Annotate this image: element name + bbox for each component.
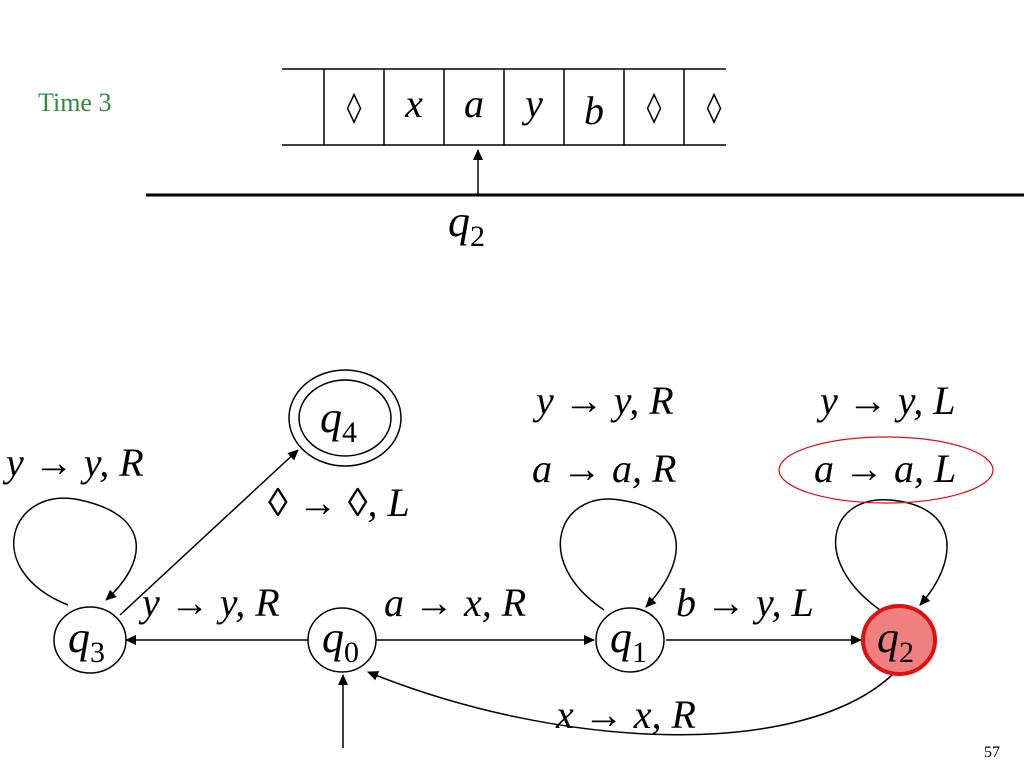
label-q0-q1: a → x, R — [384, 580, 526, 625]
label-q0-q3: y → y, R — [138, 580, 280, 625]
tape-cell-3: y — [521, 81, 543, 126]
edge-q3-q4 — [119, 449, 299, 616]
svg-text:q4: q4 — [320, 393, 357, 449]
svg-text:q1: q1 — [610, 613, 647, 669]
label-q1-q2: b → y, L — [676, 580, 814, 625]
label-q2-loop-1: y → y, L — [816, 378, 956, 423]
tape-cell-6: ◊ — [707, 90, 722, 125]
edge-q2-q0 — [367, 671, 893, 736]
label-q1-loop-1: y → y, R — [532, 378, 674, 423]
loop-q2 — [834, 499, 948, 611]
highlight-ellipse — [778, 436, 994, 504]
state-q2: q2 — [861, 604, 937, 676]
loop-q1 — [559, 498, 678, 611]
tape-cell-0: ◊ — [347, 90, 362, 125]
svg-text:q3: q3 — [68, 613, 105, 669]
label-q1-loop-2: a → a, R — [532, 446, 676, 491]
label-q3-q4: ◊ → ◊, L — [268, 480, 410, 525]
loop-q3 — [13, 497, 138, 606]
time-label: Time 3 — [38, 88, 112, 117]
label-q2-loop-2: a → a, L — [814, 446, 956, 491]
tape: ◊ x a y b ◊ ◊ — [282, 68, 726, 146]
label-q2-q0: x → x, R — [555, 692, 696, 737]
tape-cell-2: a — [464, 81, 484, 126]
svg-text:q0: q0 — [322, 613, 359, 669]
head-state-label: q2 — [448, 197, 485, 253]
state-q1: q1 — [595, 607, 665, 673]
page-number: 57 — [984, 744, 1000, 761]
tape-cell-5: ◊ — [647, 90, 662, 125]
tape-cell-4: b — [584, 88, 604, 133]
svg-text:q2: q2 — [877, 613, 914, 669]
state-q3: q3 — [53, 606, 127, 674]
state-q0: q0 — [307, 607, 377, 673]
state-q4-accepting: q4 — [288, 369, 402, 467]
tape-cell-1: x — [404, 81, 423, 126]
label-q3-loop: y → y, R — [2, 440, 144, 485]
